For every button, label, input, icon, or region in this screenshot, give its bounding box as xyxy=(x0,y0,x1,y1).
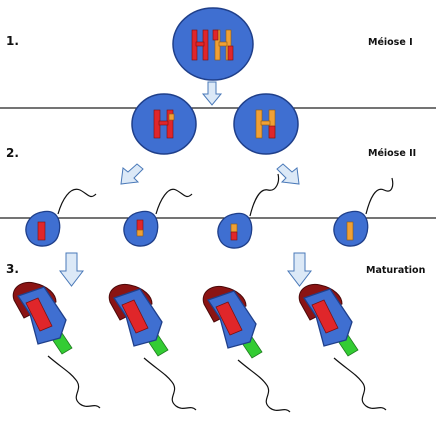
phase-label-meiose-1: Méiose I xyxy=(368,37,413,48)
spermatid-2 xyxy=(123,188,193,247)
spermatozoon-1 xyxy=(12,281,101,409)
spermatid-3 xyxy=(217,173,280,249)
stage-number-1: 1. xyxy=(6,34,19,48)
arrow-down-left xyxy=(58,252,85,287)
stage-number-2: 2. xyxy=(6,146,19,160)
stage-number-3: 3. xyxy=(6,262,19,276)
chromosome-orange-pair xyxy=(212,29,234,61)
secondary-spermatocyte-right xyxy=(233,93,299,155)
primary-spermatocyte xyxy=(172,7,254,81)
spermatozoon-2 xyxy=(108,283,197,411)
spermatid-4 xyxy=(333,177,394,247)
spermatid-1 xyxy=(25,188,97,247)
arrow-down-1 xyxy=(201,81,223,106)
phase-label-meiose-2: Méiose II xyxy=(368,148,417,159)
arrow-down-right xyxy=(286,252,313,287)
chromosome-red-pair xyxy=(191,29,209,61)
spermatozoon-4 xyxy=(298,283,387,411)
spermatozoon-3 xyxy=(202,285,291,413)
arrow-diagonal-left xyxy=(120,163,144,185)
arrow-diagonal-right xyxy=(276,163,300,185)
phase-label-maturation: Maturation xyxy=(366,265,426,276)
secondary-spermatocyte-left xyxy=(131,93,197,155)
